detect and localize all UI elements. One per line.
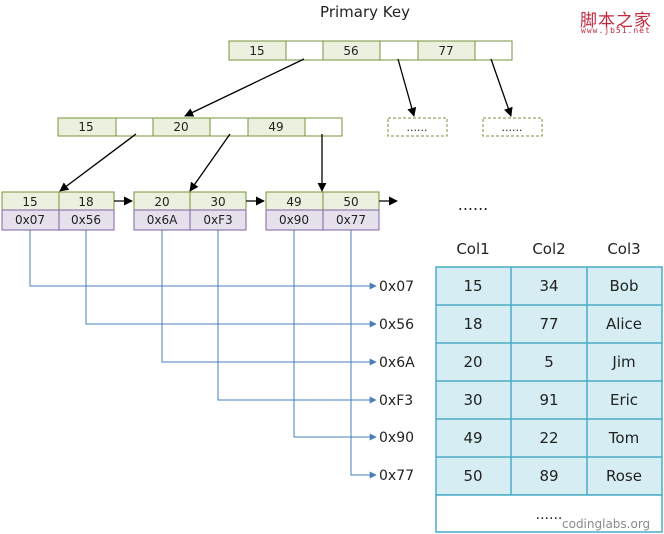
address-label-2: 0x56 bbox=[379, 317, 414, 333]
leaf-1-ptr-1: 0x07 bbox=[15, 213, 45, 227]
arrow-root-to-internal bbox=[184, 58, 305, 117]
table-ellipsis: ...... bbox=[536, 507, 563, 523]
placeholder-label-1: ...... bbox=[407, 121, 428, 134]
leaf-2-ptr-2: 0xF3 bbox=[203, 213, 232, 227]
table-cell: 34 bbox=[539, 277, 558, 295]
leaf-2-ptr-1: 0x6A bbox=[147, 213, 178, 227]
data-table: Col1 Col2 Col3 15 34 Bob 18 77 Alice 20 … bbox=[435, 240, 663, 533]
table-cell: 22 bbox=[539, 429, 558, 447]
link-0xF3 bbox=[217, 230, 377, 404]
leaf-2-key-2: 30 bbox=[210, 195, 225, 209]
address-label-1: 0x07 bbox=[379, 279, 414, 295]
root-ptr-cell-1 bbox=[285, 40, 324, 61]
leaf-2-key-1: 20 bbox=[154, 195, 169, 209]
leaf-3-ptr-1: 0x90 bbox=[279, 213, 309, 227]
table-cell: Eric bbox=[610, 391, 638, 409]
table-cell: 49 bbox=[463, 429, 482, 447]
table-cell: 15 bbox=[463, 277, 482, 295]
table-cell: 50 bbox=[463, 467, 482, 485]
address-label-6: 0x77 bbox=[379, 468, 414, 484]
table-cell: Jim bbox=[611, 353, 635, 371]
leaf-node-1: 15 18 0x07 0x56 bbox=[1, 191, 115, 231]
leaf-3-ptr-2: 0x77 bbox=[336, 213, 366, 227]
root-key-2: 56 bbox=[343, 44, 358, 58]
root-ptr-cell-3 bbox=[474, 40, 513, 61]
leaf-1-ptr-2: 0x56 bbox=[71, 213, 101, 227]
table-header-col1: Col1 bbox=[456, 240, 489, 258]
root-ptr-cell-2 bbox=[379, 40, 419, 61]
table-cell: 5 bbox=[544, 353, 554, 371]
address-label-5: 0x90 bbox=[379, 430, 414, 446]
address-label-4: 0xF3 bbox=[379, 393, 413, 409]
table-header: Col1 Col2 Col3 bbox=[456, 240, 640, 258]
table-cell: Tom bbox=[608, 429, 639, 447]
row-pointer-links bbox=[29, 230, 377, 479]
link-0x07 bbox=[29, 230, 377, 290]
table-ellipsis-row bbox=[435, 494, 663, 533]
internal-key-1: 15 bbox=[78, 120, 93, 134]
link-0x56 bbox=[85, 230, 377, 328]
address-labels: 0x07 0x56 0x6A 0xF3 0x90 0x77 bbox=[379, 279, 415, 484]
link-0x77 bbox=[350, 230, 377, 479]
internal-key-3: 49 bbox=[268, 120, 283, 134]
watermark-cn: 脚本之家 bbox=[580, 11, 652, 31]
internal-ptr-cell-1 bbox=[115, 117, 154, 137]
link-0x90 bbox=[293, 230, 377, 441]
arrow-root-to-placeholder-2 bbox=[490, 58, 513, 117]
placeholder-node-2: ...... bbox=[482, 117, 543, 137]
arrow-internal-to-leaf-2 bbox=[189, 133, 231, 192]
table-cell: Bob bbox=[610, 277, 639, 295]
internal-ptr-cell-3 bbox=[304, 117, 343, 137]
tree-arrows bbox=[59, 58, 513, 206]
leaf-ellipsis: ...... bbox=[458, 195, 489, 214]
address-label-3: 0x6A bbox=[379, 355, 415, 371]
table-cell: 18 bbox=[463, 315, 482, 333]
table-grid bbox=[436, 267, 662, 495]
leaf-node-2: 20 30 0x6A 0xF3 bbox=[133, 191, 247, 231]
leaf-3-key-2: 50 bbox=[343, 195, 358, 209]
internal-ptr-cell-2 bbox=[209, 117, 249, 137]
table-header-col2: Col2 bbox=[532, 240, 565, 258]
leaf-1-key-2: 18 bbox=[78, 195, 93, 209]
placeholder-node-1: ...... bbox=[387, 117, 448, 137]
table-cell: 77 bbox=[539, 315, 558, 333]
root-node: 15 56 77 bbox=[228, 40, 513, 61]
watermark-url: www.jb51.net bbox=[581, 26, 651, 35]
leaf-3-key-1: 49 bbox=[286, 195, 301, 209]
diagram-title: Primary Key bbox=[320, 3, 410, 21]
watermark-site: codinglabs.org bbox=[562, 517, 651, 531]
table-cell: Rose bbox=[606, 467, 642, 485]
internal-key-2: 20 bbox=[173, 120, 188, 134]
leaf-1-key-1: 15 bbox=[22, 195, 37, 209]
root-key-1: 15 bbox=[249, 44, 264, 58]
root-key-3: 77 bbox=[438, 44, 453, 58]
arrow-root-to-placeholder-1 bbox=[397, 58, 417, 117]
table-cell: 91 bbox=[539, 391, 558, 409]
placeholder-label-2: ...... bbox=[502, 121, 523, 134]
table-cell: 89 bbox=[539, 467, 558, 485]
arrow-internal-to-leaf-1 bbox=[59, 133, 137, 192]
table-cell: Alice bbox=[606, 315, 642, 333]
table-cells: 15 34 Bob 18 77 Alice 20 5 Jim 30 91 Eri… bbox=[463, 277, 642, 485]
table-cell: 20 bbox=[463, 353, 482, 371]
link-0x6A bbox=[161, 230, 377, 366]
table-header-col3: Col3 bbox=[607, 240, 640, 258]
internal-node: 15 20 49 bbox=[57, 117, 343, 137]
table-cell: 30 bbox=[463, 391, 482, 409]
leaf-node-3: 49 50 0x90 0x77 bbox=[265, 191, 380, 231]
